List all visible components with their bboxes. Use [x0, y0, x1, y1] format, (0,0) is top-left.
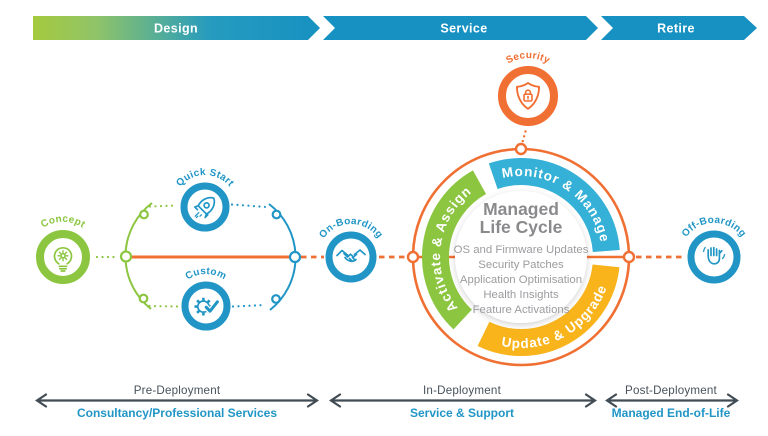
concept-ring — [36, 230, 90, 284]
dotted-connector-fork-custom — [148, 304, 179, 308]
arc-update-upgrade — [477, 264, 620, 357]
dotted-connector-security-ring — [520, 130, 527, 146]
center-item: Security Patches — [478, 259, 564, 271]
off-boarding-ring — [687, 230, 741, 284]
ring-node-top — [514, 142, 528, 156]
dotted-connector-quickstart-merge — [230, 203, 268, 209]
node-security: Security — [498, 50, 558, 126]
in-deployment-arrow — [329, 393, 597, 408]
post-deployment-stage: Post-Deployment — [625, 384, 718, 397]
ring-node-right — [622, 250, 636, 264]
center-title-line1: Managed — [483, 199, 559, 219]
in-deployment-stage: In-Deployment — [423, 384, 502, 397]
node-concept: Concept — [36, 214, 90, 284]
concept-label: Concept — [39, 214, 87, 231]
phase-label-service: Service — [440, 22, 487, 36]
custom-label: Custom — [184, 266, 228, 282]
phase-label-retire: Retire — [657, 22, 695, 36]
phase-label-design: Design — [154, 22, 198, 36]
center-circle — [455, 191, 587, 323]
node-quick-start: Quick Start — [174, 167, 236, 232]
dotted-connector-fork-quickstart — [148, 204, 179, 208]
center-item: Health Insights — [483, 289, 559, 301]
phase-segment-service — [323, 16, 598, 40]
center-item: OS and Firmware Updates — [454, 244, 589, 256]
phase-pre-deployment: Pre-Deployment Consultancy/Professional … — [35, 384, 319, 420]
shield-lock-icon — [516, 82, 540, 110]
phase-segment-design — [33, 16, 320, 40]
merge-node — [288, 250, 302, 264]
quick-start-ring — [180, 182, 230, 232]
pre-deployment-stage: Pre-Deployment — [134, 384, 221, 397]
phase-in-deployment: In-Deployment Service & Support — [329, 384, 597, 420]
node-off-boarding: Off-Boarding — [680, 215, 748, 284]
in-deployment-service: Service & Support — [410, 406, 514, 420]
pre-deployment-arrow — [35, 393, 319, 408]
post-deployment-arrow — [605, 393, 739, 408]
lightbulb-gear-icon — [53, 246, 73, 272]
center-item: Application Optimisation — [460, 274, 582, 286]
handshake-icon — [336, 249, 366, 263]
deployment-phases: Pre-Deployment Consultancy/Professional … — [35, 384, 739, 420]
custom-ring — [181, 281, 231, 331]
connectors — [95, 130, 685, 311]
ring-node-left — [406, 250, 420, 264]
security-label: Security — [504, 50, 551, 66]
node-custom: Custom — [181, 266, 231, 331]
merge-node-upper — [271, 209, 282, 220]
fork-node-lower — [138, 293, 149, 304]
center-title-line2: Life Cycle — [480, 217, 563, 237]
gear-check-icon — [194, 297, 221, 316]
arc-activate-assign — [422, 170, 487, 330]
on-boarding-ring — [325, 231, 377, 283]
post-deployment-service: Managed End-of-Life — [612, 406, 731, 420]
top-phase-bar: Design Service Retire — [33, 16, 757, 40]
fork-node — [119, 250, 133, 263]
rocket-icon — [193, 196, 216, 219]
center-item: Feature Activations — [473, 304, 570, 316]
phase-post-deployment: Post-Deployment Managed End-of-Life — [605, 384, 739, 420]
arc-monitor-manage — [488, 158, 620, 253]
node-on-boarding: On-Boarding — [317, 216, 385, 283]
pre-deployment-service: Consultancy/Professional Services — [77, 406, 277, 420]
phase-segment-retire — [601, 16, 757, 40]
fork-node-upper — [139, 209, 149, 220]
managed-lifecycle-ring: Monitor & Manage Activate & Assign Updat… — [406, 142, 636, 367]
security-ring — [498, 66, 558, 126]
dotted-connector-custom-merge — [231, 303, 267, 308]
waving-hand-icon — [702, 246, 726, 265]
merge-node-lower — [271, 294, 281, 304]
